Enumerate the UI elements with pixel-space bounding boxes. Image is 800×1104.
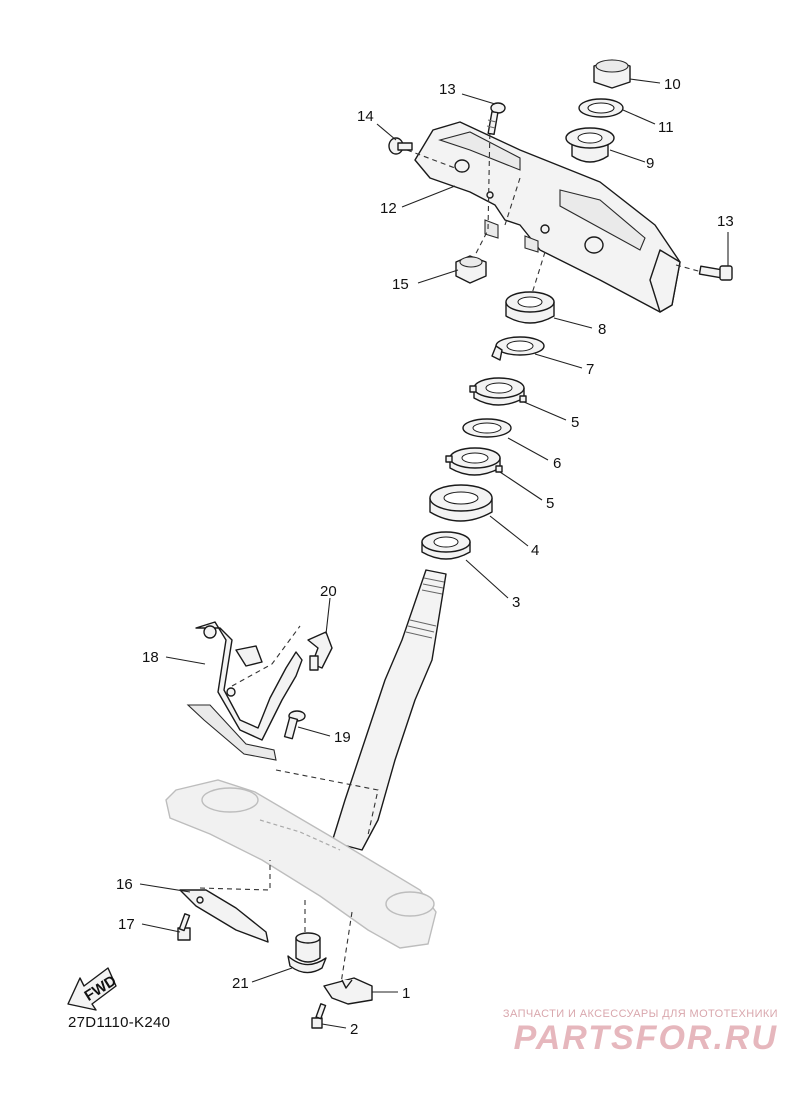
callout-3: 3 bbox=[512, 594, 520, 611]
callout-5-upper: 5 bbox=[571, 414, 579, 431]
callout-19: 19 bbox=[334, 729, 351, 746]
washer-11-part[interactable] bbox=[578, 98, 624, 118]
leader-lines bbox=[139, 78, 729, 1029]
bearing-4-part[interactable] bbox=[429, 484, 493, 522]
bolt-17-part[interactable] bbox=[177, 913, 191, 941]
callout-5-lower: 5 bbox=[546, 495, 554, 512]
callout-21: 21 bbox=[232, 975, 249, 992]
fwd-arrow-icon: FWD bbox=[67, 967, 120, 1011]
callout-10: 10 bbox=[664, 76, 681, 93]
bracket-18-part[interactable] bbox=[186, 621, 303, 761]
callout-17: 17 bbox=[118, 916, 135, 933]
washer-6-part[interactable] bbox=[462, 418, 512, 438]
watermark-brand: PARTSFOR.RU bbox=[513, 1019, 778, 1057]
callout-7: 7 bbox=[586, 361, 594, 378]
bolt-19-part[interactable] bbox=[283, 710, 306, 740]
diagram-reference-code: 27D1110-K240 bbox=[68, 1014, 171, 1031]
watermark: ЗАПЧАСТИ И АКСЕССУАРЫ ДЛЯ МОТОТЕХНИКИ PA… bbox=[478, 1008, 778, 1056]
callout-13-right: 13 bbox=[717, 213, 734, 230]
bolt-13-top-part[interactable] bbox=[486, 102, 506, 136]
callout-labels: 10 11 9 13 14 12 13 15 8 7 5 6 5 4 3 20 … bbox=[116, 76, 734, 1038]
callout-14: 14 bbox=[357, 108, 374, 125]
callout-8: 8 bbox=[598, 321, 606, 338]
lock-washer-7-part[interactable] bbox=[491, 336, 545, 361]
callout-18: 18 bbox=[142, 649, 159, 666]
bolt-13-right-part[interactable] bbox=[698, 265, 733, 281]
bearing-race-3-part[interactable] bbox=[421, 531, 471, 560]
callout-1: 1 bbox=[402, 985, 410, 1002]
callout-15: 15 bbox=[392, 276, 409, 293]
under-bracket-part[interactable] bbox=[165, 779, 437, 949]
bolt-2-part[interactable] bbox=[311, 1003, 327, 1029]
callout-6: 6 bbox=[553, 455, 561, 472]
callout-16: 16 bbox=[116, 876, 133, 893]
steering-stem-part[interactable] bbox=[331, 569, 447, 851]
callout-2: 2 bbox=[350, 1021, 358, 1038]
upper-bracket-part[interactable] bbox=[414, 121, 681, 313]
callout-20: 20 bbox=[320, 583, 337, 600]
seal-8-part[interactable] bbox=[505, 291, 555, 324]
callout-13-top: 13 bbox=[439, 81, 456, 98]
collar-21-part[interactable] bbox=[287, 932, 327, 974]
callout-12: 12 bbox=[380, 200, 397, 217]
ring-nut-5-lower-part[interactable] bbox=[445, 447, 503, 476]
collar-9-part[interactable] bbox=[565, 127, 615, 163]
plate-16-part[interactable] bbox=[179, 889, 269, 943]
holder-1-part[interactable] bbox=[323, 977, 373, 1005]
callout-9: 9 bbox=[646, 155, 654, 172]
ring-nut-5-upper-part[interactable] bbox=[469, 377, 527, 406]
callout-4: 4 bbox=[531, 542, 539, 559]
callout-11: 11 bbox=[658, 119, 674, 136]
bolt-14-part[interactable] bbox=[388, 137, 413, 155]
nut-15-part[interactable] bbox=[455, 255, 487, 284]
clip-20-part[interactable] bbox=[307, 631, 333, 671]
watermark-tagline: ЗАПЧАСТИ И АКСЕССУАРЫ ДЛЯ МОТОТЕХНИКИ bbox=[502, 1008, 778, 1020]
cap-nut-10-part[interactable] bbox=[593, 59, 631, 89]
